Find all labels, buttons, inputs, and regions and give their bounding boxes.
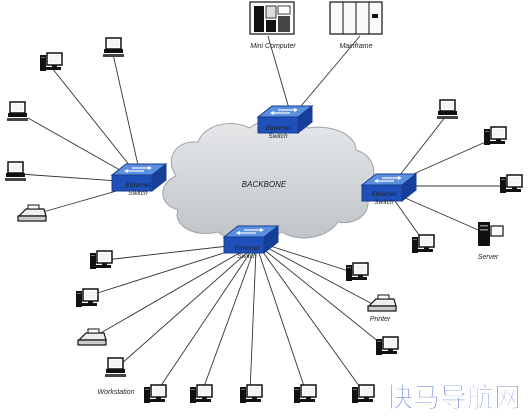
switch-top-line2: Switch bbox=[268, 133, 288, 140]
workstation-right-3 bbox=[499, 174, 523, 194]
workstation-bottom-8 bbox=[351, 384, 375, 404]
workstation-bottom-1 bbox=[89, 250, 113, 270]
switch-right-line2: Switch bbox=[374, 199, 394, 206]
mainframe: Mainframe bbox=[329, 1, 383, 50]
server: Server bbox=[478, 222, 504, 261]
workstation-left-2 bbox=[102, 37, 125, 58]
mini-computer-label: Mini Computer bbox=[250, 43, 296, 50]
backbone-label: BACKBONE bbox=[242, 180, 287, 189]
switch-right-line1: Ethernet bbox=[372, 191, 398, 198]
workstation-bottom-7 bbox=[293, 384, 317, 404]
workstation-bottom-9 bbox=[375, 336, 399, 356]
ethernet-switch-top: Ethernet Switch bbox=[257, 105, 313, 140]
ethernet-switch-right: Ethernet Switch bbox=[361, 173, 417, 206]
workstation-right-1 bbox=[436, 99, 459, 120]
switch-top-line1: Ethernet bbox=[266, 125, 292, 132]
switch-left-line1: Ethernet bbox=[126, 182, 152, 189]
ethernet-switch-left: Ethernet Switch bbox=[111, 163, 167, 197]
printer-label: Printer bbox=[370, 316, 391, 323]
printer-bottom-left bbox=[77, 328, 107, 346]
workstation-bottom-6 bbox=[239, 384, 263, 404]
workstation-right-2 bbox=[483, 126, 507, 146]
workstation-bottom-5 bbox=[189, 384, 213, 404]
workstation-bottom-10 bbox=[345, 262, 369, 282]
switch-left-line2: Switch bbox=[128, 190, 148, 197]
workstation-left-3 bbox=[6, 101, 29, 122]
watermark: 快马导航网 bbox=[386, 382, 521, 414]
workstation-bottom-2 bbox=[75, 288, 99, 308]
ethernet-switch-bottom: Ethernet Switch bbox=[223, 225, 279, 260]
mini-computer: Mini Computer bbox=[249, 1, 296, 50]
mainframe-label: Mainframe bbox=[339, 43, 372, 50]
workstation-label: Workstation bbox=[98, 389, 135, 396]
switch-bottom-line2: Switch bbox=[237, 253, 257, 260]
workstation-left-4 bbox=[4, 161, 27, 182]
workstation-bottom-4 bbox=[143, 384, 167, 404]
workstation-right-4 bbox=[411, 234, 435, 254]
printer-bottom-right: Printer bbox=[367, 294, 397, 323]
connections bbox=[19, 35, 508, 393]
server-label: Server bbox=[478, 254, 499, 261]
workstation-left-1 bbox=[39, 52, 63, 72]
printer-left bbox=[17, 204, 47, 222]
switch-bottom-line1: Ethernet bbox=[235, 245, 261, 252]
workstation-bottom-3: Workstation bbox=[98, 357, 135, 396]
